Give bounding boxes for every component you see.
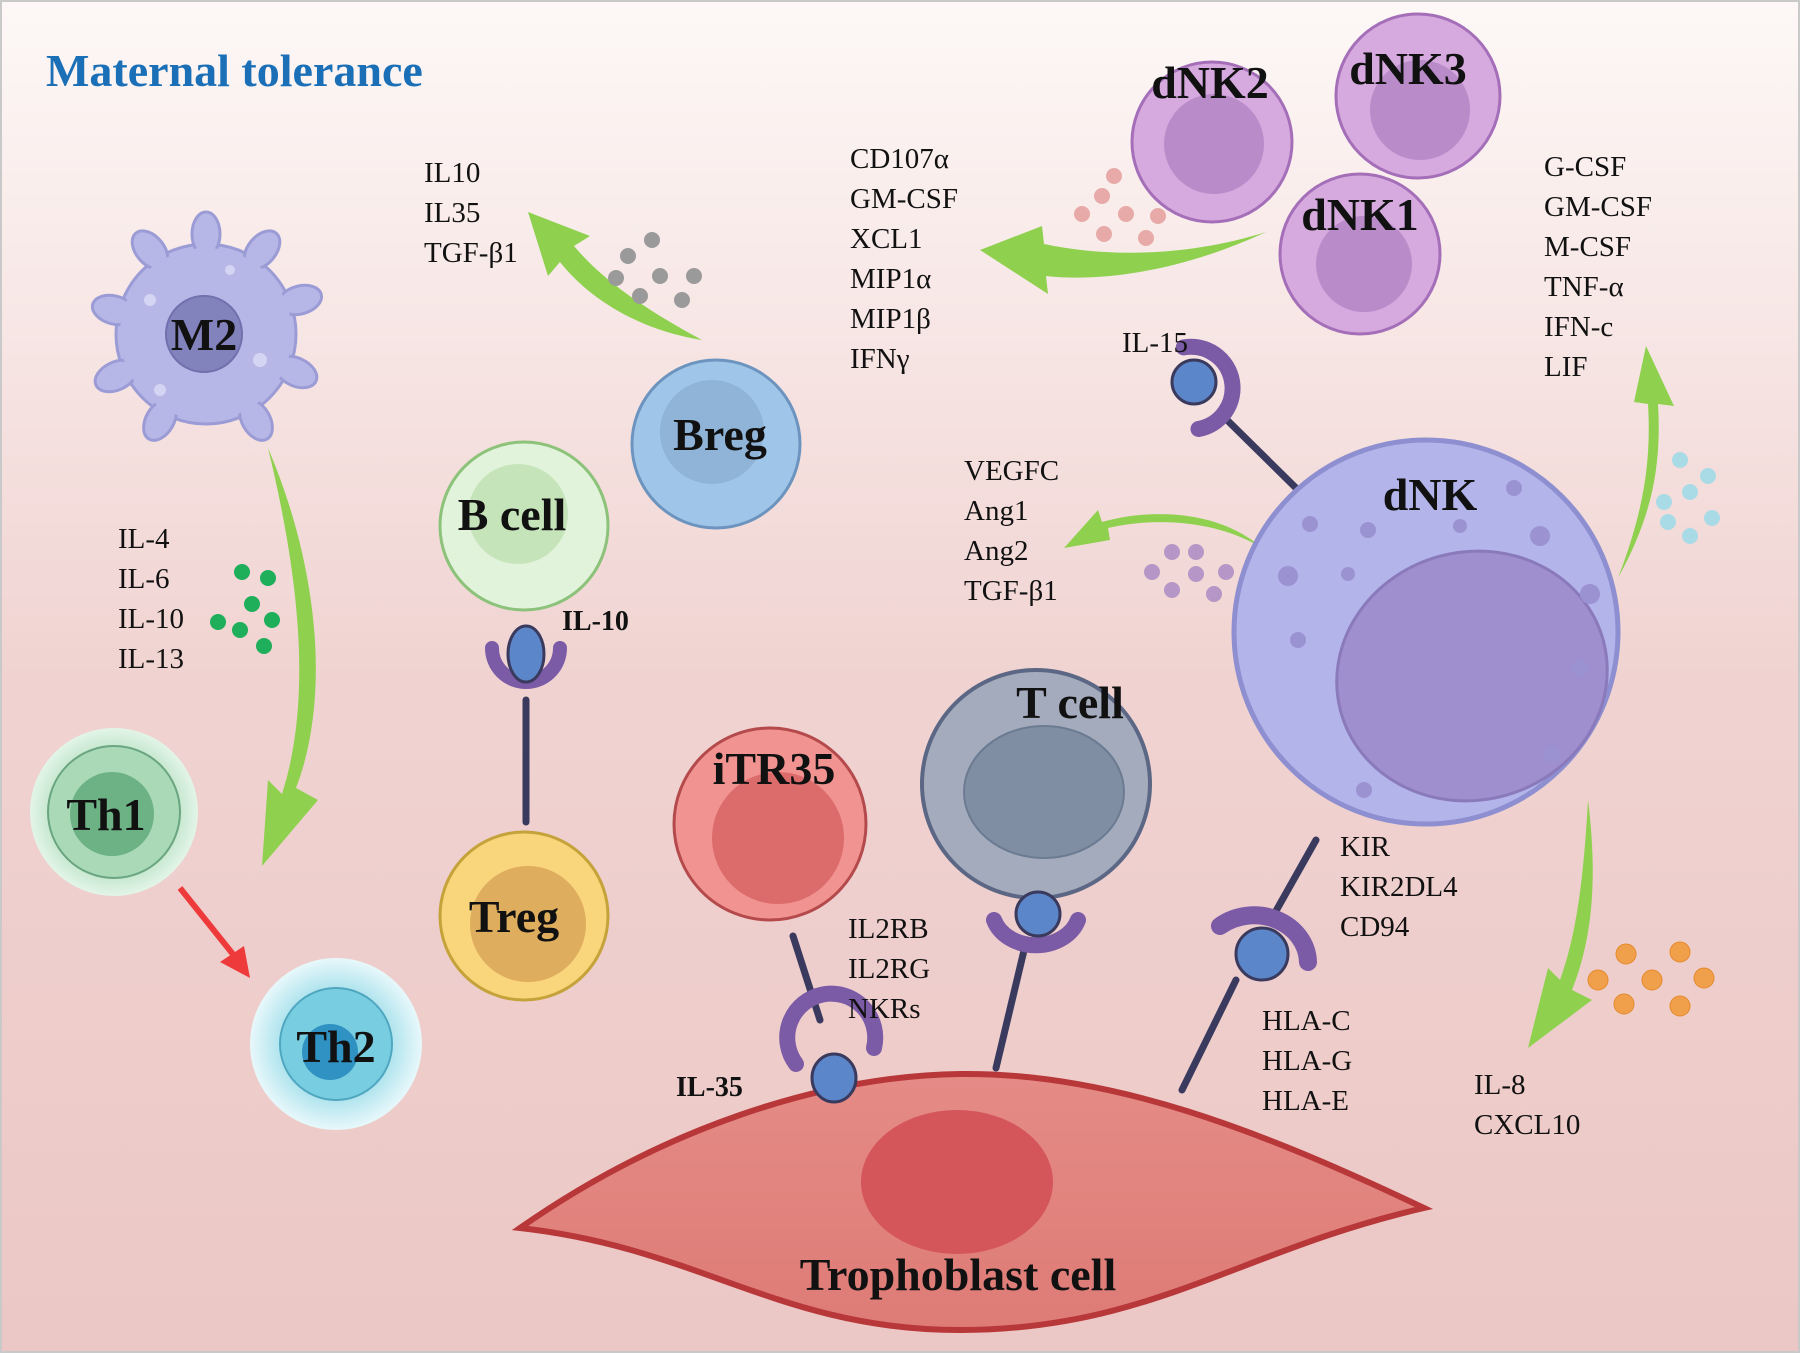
linkers: [522, 414, 1320, 1094]
m2-cytokine-list: IL-4 IL-6 IL-10 IL-13: [118, 523, 184, 675]
th1-to-th2-arrow: [177, 886, 250, 978]
itr35-label: iTR35: [713, 743, 836, 794]
list-item: KIR2DL4: [1340, 871, 1458, 903]
list-item: VEGFC: [964, 455, 1059, 487]
list-item: G-CSF: [1544, 151, 1626, 183]
dnk1-label: dNK1: [1301, 189, 1419, 240]
treg-label: Treg: [469, 891, 559, 942]
gray-cytokine-dots: [608, 232, 702, 308]
list-item: GM-CSF: [850, 183, 958, 215]
list-item: IL35: [424, 197, 480, 229]
trophoblast-label: Trophoblast cell: [800, 1249, 1117, 1300]
list-item: GM-CSF: [1544, 191, 1652, 223]
il15-label: IL-15: [1122, 327, 1188, 359]
b-cell-label: B cell: [458, 489, 567, 540]
list-item: IL2RG: [848, 953, 930, 985]
dnk-subset-factor-list: CD107α GM-CSF XCL1 MIP1α MIP1β IFNγ: [850, 143, 958, 375]
il35-receptor-complex: [779, 985, 884, 1104]
hla-list: HLA-C HLA-G HLA-E: [1262, 1005, 1352, 1117]
dnk3-label: dNK3: [1349, 43, 1467, 94]
t-cell: T cell: [920, 668, 1152, 900]
breg-cell: Breg: [630, 358, 802, 530]
list-item: IL10: [424, 157, 480, 189]
dnk-label: dNK: [1383, 469, 1478, 520]
dnk2-cell: dNK2: [1130, 57, 1294, 224]
list-item: CXCL10: [1474, 1109, 1580, 1141]
dnk-chemokine-secretion-arrow: [1528, 800, 1593, 1048]
th1-cell: Th1: [30, 728, 198, 896]
list-item: TGF-β1: [964, 575, 1058, 607]
list-item: CD94: [1340, 911, 1410, 943]
list-item: NKRs: [848, 993, 921, 1025]
list-item: TGF-β1: [424, 237, 518, 269]
figure-title: Maternal tolerance: [46, 45, 423, 96]
kir-hla-complex: [1211, 906, 1317, 982]
lilac-cytokine-dots: [1144, 544, 1234, 602]
th2-cell: Th2: [250, 958, 422, 1130]
list-item: IL-13: [118, 643, 184, 675]
green-cytokine-dots: [210, 564, 280, 654]
breg-cytokine-list: IL10 IL35 TGF-β1: [424, 157, 518, 269]
list-item: IL-4: [118, 523, 170, 555]
breg-label: Breg: [673, 409, 767, 460]
treg-cell: Treg: [438, 830, 610, 1002]
th2-label: Th2: [296, 1021, 375, 1072]
list-item: TNF-α: [1544, 271, 1624, 303]
dnk-angiogenic-secretion-arrow: [1064, 510, 1262, 548]
list-item: Ang2: [964, 535, 1028, 567]
pink-cytokine-dots: [1074, 168, 1166, 246]
list-item: MIP1β: [850, 303, 931, 335]
breg-secretion-arrow: [528, 212, 702, 340]
dnk-cell: dNK: [1231, 437, 1621, 827]
list-item: IFN-c: [1544, 311, 1613, 343]
dnk2-label: dNK2: [1151, 57, 1269, 108]
list-item: HLA-G: [1262, 1045, 1352, 1077]
list-item: KIR: [1340, 831, 1391, 863]
dnk-angiogenic-factor-list: VEGFC Ang1 Ang2 TGF-β1: [964, 455, 1059, 607]
list-item: IL-6: [118, 563, 170, 595]
list-item: IL-10: [118, 603, 184, 635]
il10-receptor-complex: [485, 624, 567, 689]
th1-label: Th1: [66, 789, 145, 840]
list-item: CD107α: [850, 143, 949, 175]
dnk-subset-secretion-arrow: [980, 226, 1266, 294]
list-item: HLA-E: [1262, 1085, 1349, 1117]
list-item: Ang1: [964, 495, 1028, 527]
list-item: IL2RB: [848, 913, 929, 945]
il15-receptor-complex: [1170, 338, 1241, 437]
list-item: IFNγ: [850, 343, 910, 375]
m2-label: M2: [171, 309, 237, 360]
il35-label: IL-35: [676, 1072, 743, 1103]
list-item: IL-8: [1474, 1069, 1526, 1101]
list-item: HLA-C: [1262, 1005, 1351, 1037]
itr35-receptor-list: IL2RB IL2RG NKRs: [848, 913, 930, 1025]
trophoblast-nucleus: [861, 1110, 1053, 1254]
orange-cytokine-dots: [1587, 941, 1715, 1017]
list-item: LIF: [1544, 351, 1588, 383]
t-cell-receptor-complex: [986, 890, 1086, 954]
chemokine-list: IL-8 CXCL10: [1474, 1069, 1580, 1141]
m2-macrophage: M2: [90, 210, 324, 442]
il10-receptor-label: IL-10: [562, 606, 629, 637]
dnk-right-secretion-arrow: [1618, 346, 1674, 578]
itr35-cell: iTR35: [672, 726, 868, 922]
b-cell: B cell: [438, 440, 610, 612]
list-item: MIP1α: [850, 263, 931, 295]
dnk1-cell: dNK1: [1278, 172, 1442, 336]
m2-to-th2-arrow: [262, 448, 318, 866]
dnk-right-factor-list: G-CSF GM-CSF M-CSF TNF-α IFN-c LIF: [1544, 151, 1652, 383]
dnk3-cell: dNK3: [1334, 12, 1502, 180]
list-item: XCL1: [850, 223, 923, 255]
t-cell-label: T cell: [1016, 677, 1124, 728]
list-item: M-CSF: [1544, 231, 1631, 263]
light-blue-cytokine-dots: [1656, 452, 1720, 544]
dnk-receptor-list: KIR KIR2DL4 CD94: [1340, 831, 1458, 943]
